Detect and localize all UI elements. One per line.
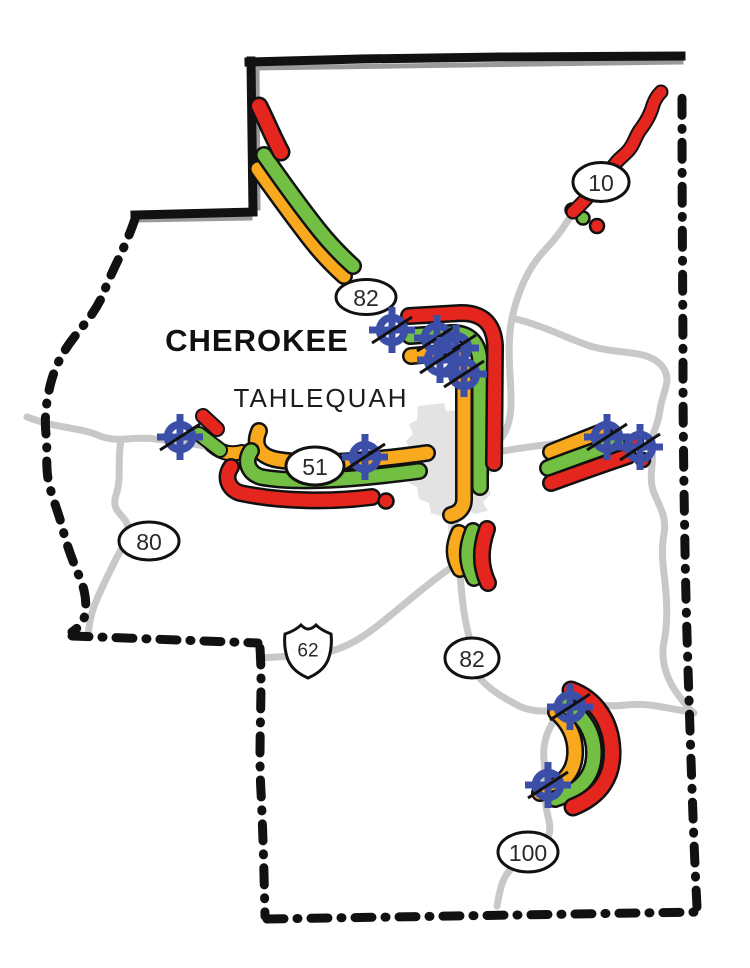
route-shield-82-north	[334, 278, 398, 316]
shield-label-82-north: 82	[353, 285, 379, 311]
shield-label-51: 51	[302, 454, 328, 480]
county-boundary	[40, 51, 705, 924]
route-shield-10	[571, 161, 631, 203]
road-east-branch	[508, 314, 698, 717]
shield-label-100: 100	[509, 840, 547, 866]
shield-label-10: 10	[588, 170, 614, 196]
route-shield-100	[496, 830, 560, 874]
route-shield-80	[117, 520, 181, 562]
route-shield-us62	[283, 622, 333, 680]
route-shields	[117, 161, 631, 874]
route-shield-51	[284, 445, 346, 487]
boundary-southwest-horizontal	[67, 631, 263, 648]
shield-label-80: 80	[136, 529, 162, 555]
route-shield-labels: 10 82 51 80 62 82 100	[136, 170, 614, 866]
boundary-east	[677, 92, 702, 912]
boundary-west-dashed	[40, 214, 140, 637]
road-northeast	[488, 208, 577, 450]
shield-label-us62: 62	[297, 641, 318, 662]
segment-dot-red	[588, 217, 606, 235]
crosshair-target-icon	[157, 414, 203, 460]
road-sh100	[493, 708, 564, 910]
boundary-notch-horizontal	[130, 207, 258, 220]
route-segment-orange	[258, 169, 344, 276]
route-segment-red	[482, 529, 488, 583]
shield-label-82-south: 82	[459, 646, 485, 672]
boundary-southwest-vertical	[255, 643, 270, 921]
city-label: TAHLEQUAH	[234, 383, 409, 413]
segment-dot-red	[377, 492, 395, 510]
boundary-south	[262, 907, 705, 924]
route-shield-82-south	[443, 636, 501, 680]
boundary-top-solid	[244, 51, 686, 67]
boundary-shadow	[137, 59, 684, 223]
boundary-notch-vertical	[246, 56, 258, 216]
county-label: CHEROKEE	[165, 323, 349, 358]
